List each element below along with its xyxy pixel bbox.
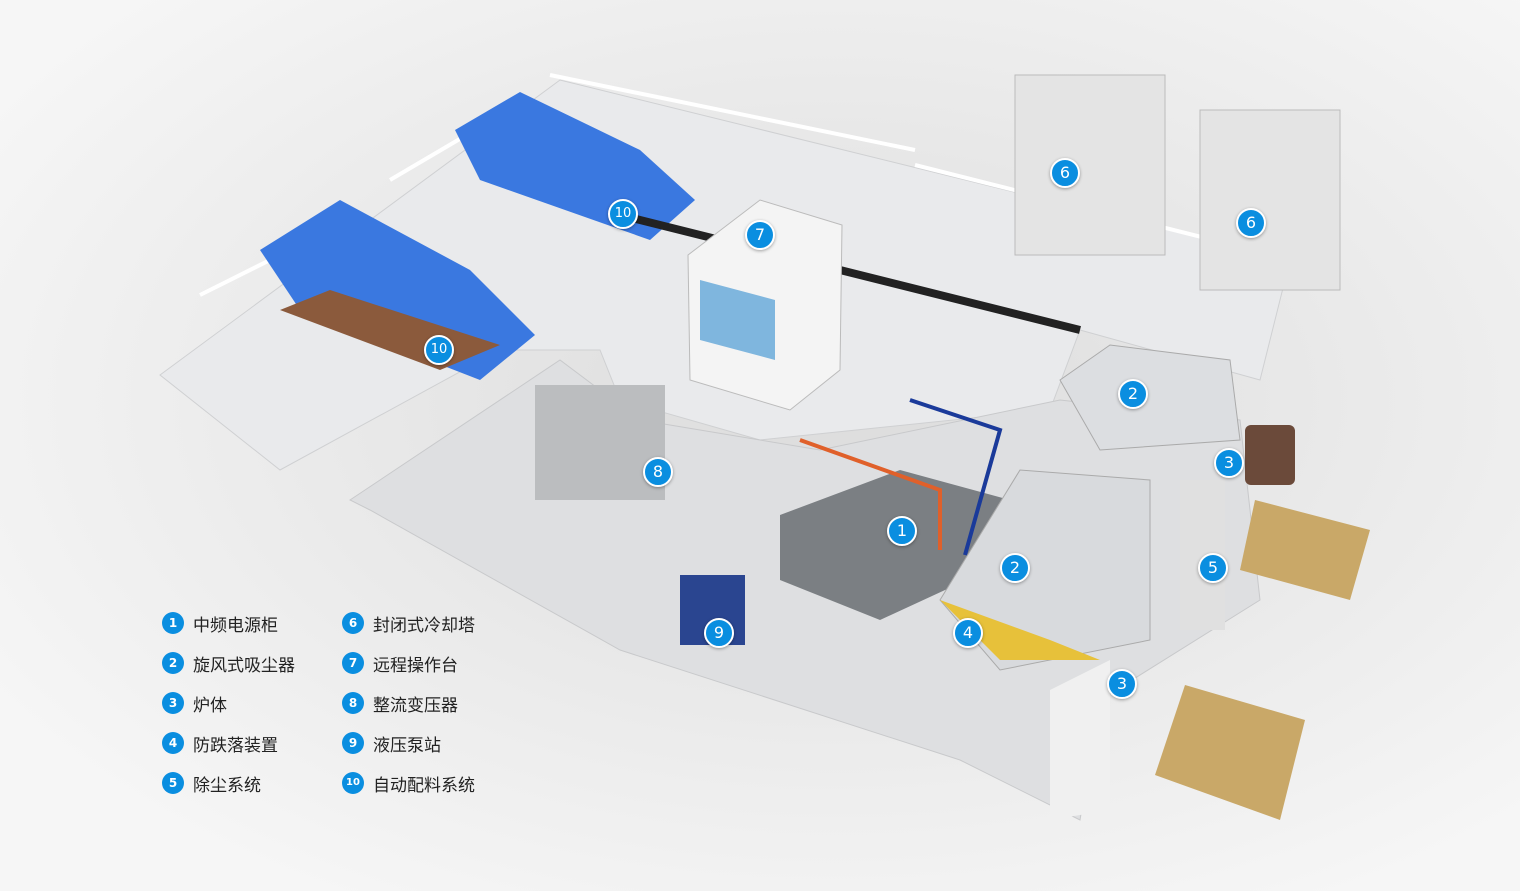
legend-item: 5 除尘系统 xyxy=(162,770,261,796)
legend-item: 4 防跌落装置 xyxy=(162,730,278,756)
legend-number: 4 xyxy=(162,732,184,754)
legend-label: 封闭式冷却塔 xyxy=(373,615,475,636)
anti-fall-device xyxy=(940,600,1100,660)
legend-item: 9 液压泵站 xyxy=(342,730,441,756)
marker-10[interactable]: 10 xyxy=(424,335,454,365)
legend-number: 9 xyxy=(342,732,364,754)
legend-label: 自动配料系统 xyxy=(373,775,475,796)
legend-label: 中频电源柜 xyxy=(193,615,278,636)
grate xyxy=(1240,500,1370,600)
booth-window xyxy=(700,280,775,360)
legend-number: 5 xyxy=(162,772,184,794)
legend-item: 7 远程操作台 xyxy=(342,650,458,676)
legend-item: 2 旋风式吸尘器 xyxy=(162,650,295,676)
furnace xyxy=(1059,344,1241,451)
grate xyxy=(1155,685,1305,820)
marker-3[interactable]: 3 xyxy=(1107,669,1137,699)
marker-8[interactable]: 8 xyxy=(643,457,673,487)
legend-label: 远程操作台 xyxy=(373,655,458,676)
legend-item: 1 中频电源柜 xyxy=(162,610,278,636)
pit-wall xyxy=(1050,660,1110,820)
legend-number: 6 xyxy=(342,612,364,634)
legend-item: 6 封闭式冷却塔 xyxy=(342,610,475,636)
legend-number: 1 xyxy=(162,612,184,634)
marker-6[interactable]: 6 xyxy=(1236,208,1266,238)
legend-number: 2 xyxy=(162,652,184,674)
legend-item: 8 整流变压器 xyxy=(342,690,458,716)
legend-number: 3 xyxy=(162,692,184,714)
legend-label: 防跌落装置 xyxy=(193,735,278,756)
cable xyxy=(909,398,1003,556)
marker-5[interactable]: 5 xyxy=(1198,553,1228,583)
marker-7[interactable]: 7 xyxy=(745,220,775,250)
marker-10[interactable]: 10 xyxy=(608,199,638,229)
legend-label: 除尘系统 xyxy=(193,775,261,796)
marker-1[interactable]: 1 xyxy=(887,516,917,546)
legend-item: 10 自动配料系统 xyxy=(342,770,475,796)
rectifier-transformer xyxy=(535,385,665,500)
legend-number: 7 xyxy=(342,652,364,674)
marker-9[interactable]: 9 xyxy=(704,618,734,648)
batching-hopper xyxy=(455,92,695,240)
marker-3[interactable]: 3 xyxy=(1214,448,1244,478)
marker-2[interactable]: 2 xyxy=(1000,553,1030,583)
marker-2[interactable]: 2 xyxy=(1118,379,1148,409)
legend-number: 10 xyxy=(342,772,364,794)
legend-label: 液压泵站 xyxy=(373,735,441,756)
cable xyxy=(799,438,942,550)
marker-4[interactable]: 4 xyxy=(953,618,983,648)
legend-item: 3 炉体 xyxy=(162,690,227,716)
rail-track xyxy=(619,211,1081,334)
cooling-tower xyxy=(1199,109,1341,291)
legend-number: 8 xyxy=(342,692,364,714)
legend-label: 旋风式吸尘器 xyxy=(193,655,295,676)
marker-6[interactable]: 6 xyxy=(1050,158,1080,188)
legend-label: 整流变压器 xyxy=(373,695,458,716)
legend-label: 炉体 xyxy=(193,695,227,716)
ladle xyxy=(1245,425,1295,485)
cooling-tower xyxy=(1014,74,1166,256)
